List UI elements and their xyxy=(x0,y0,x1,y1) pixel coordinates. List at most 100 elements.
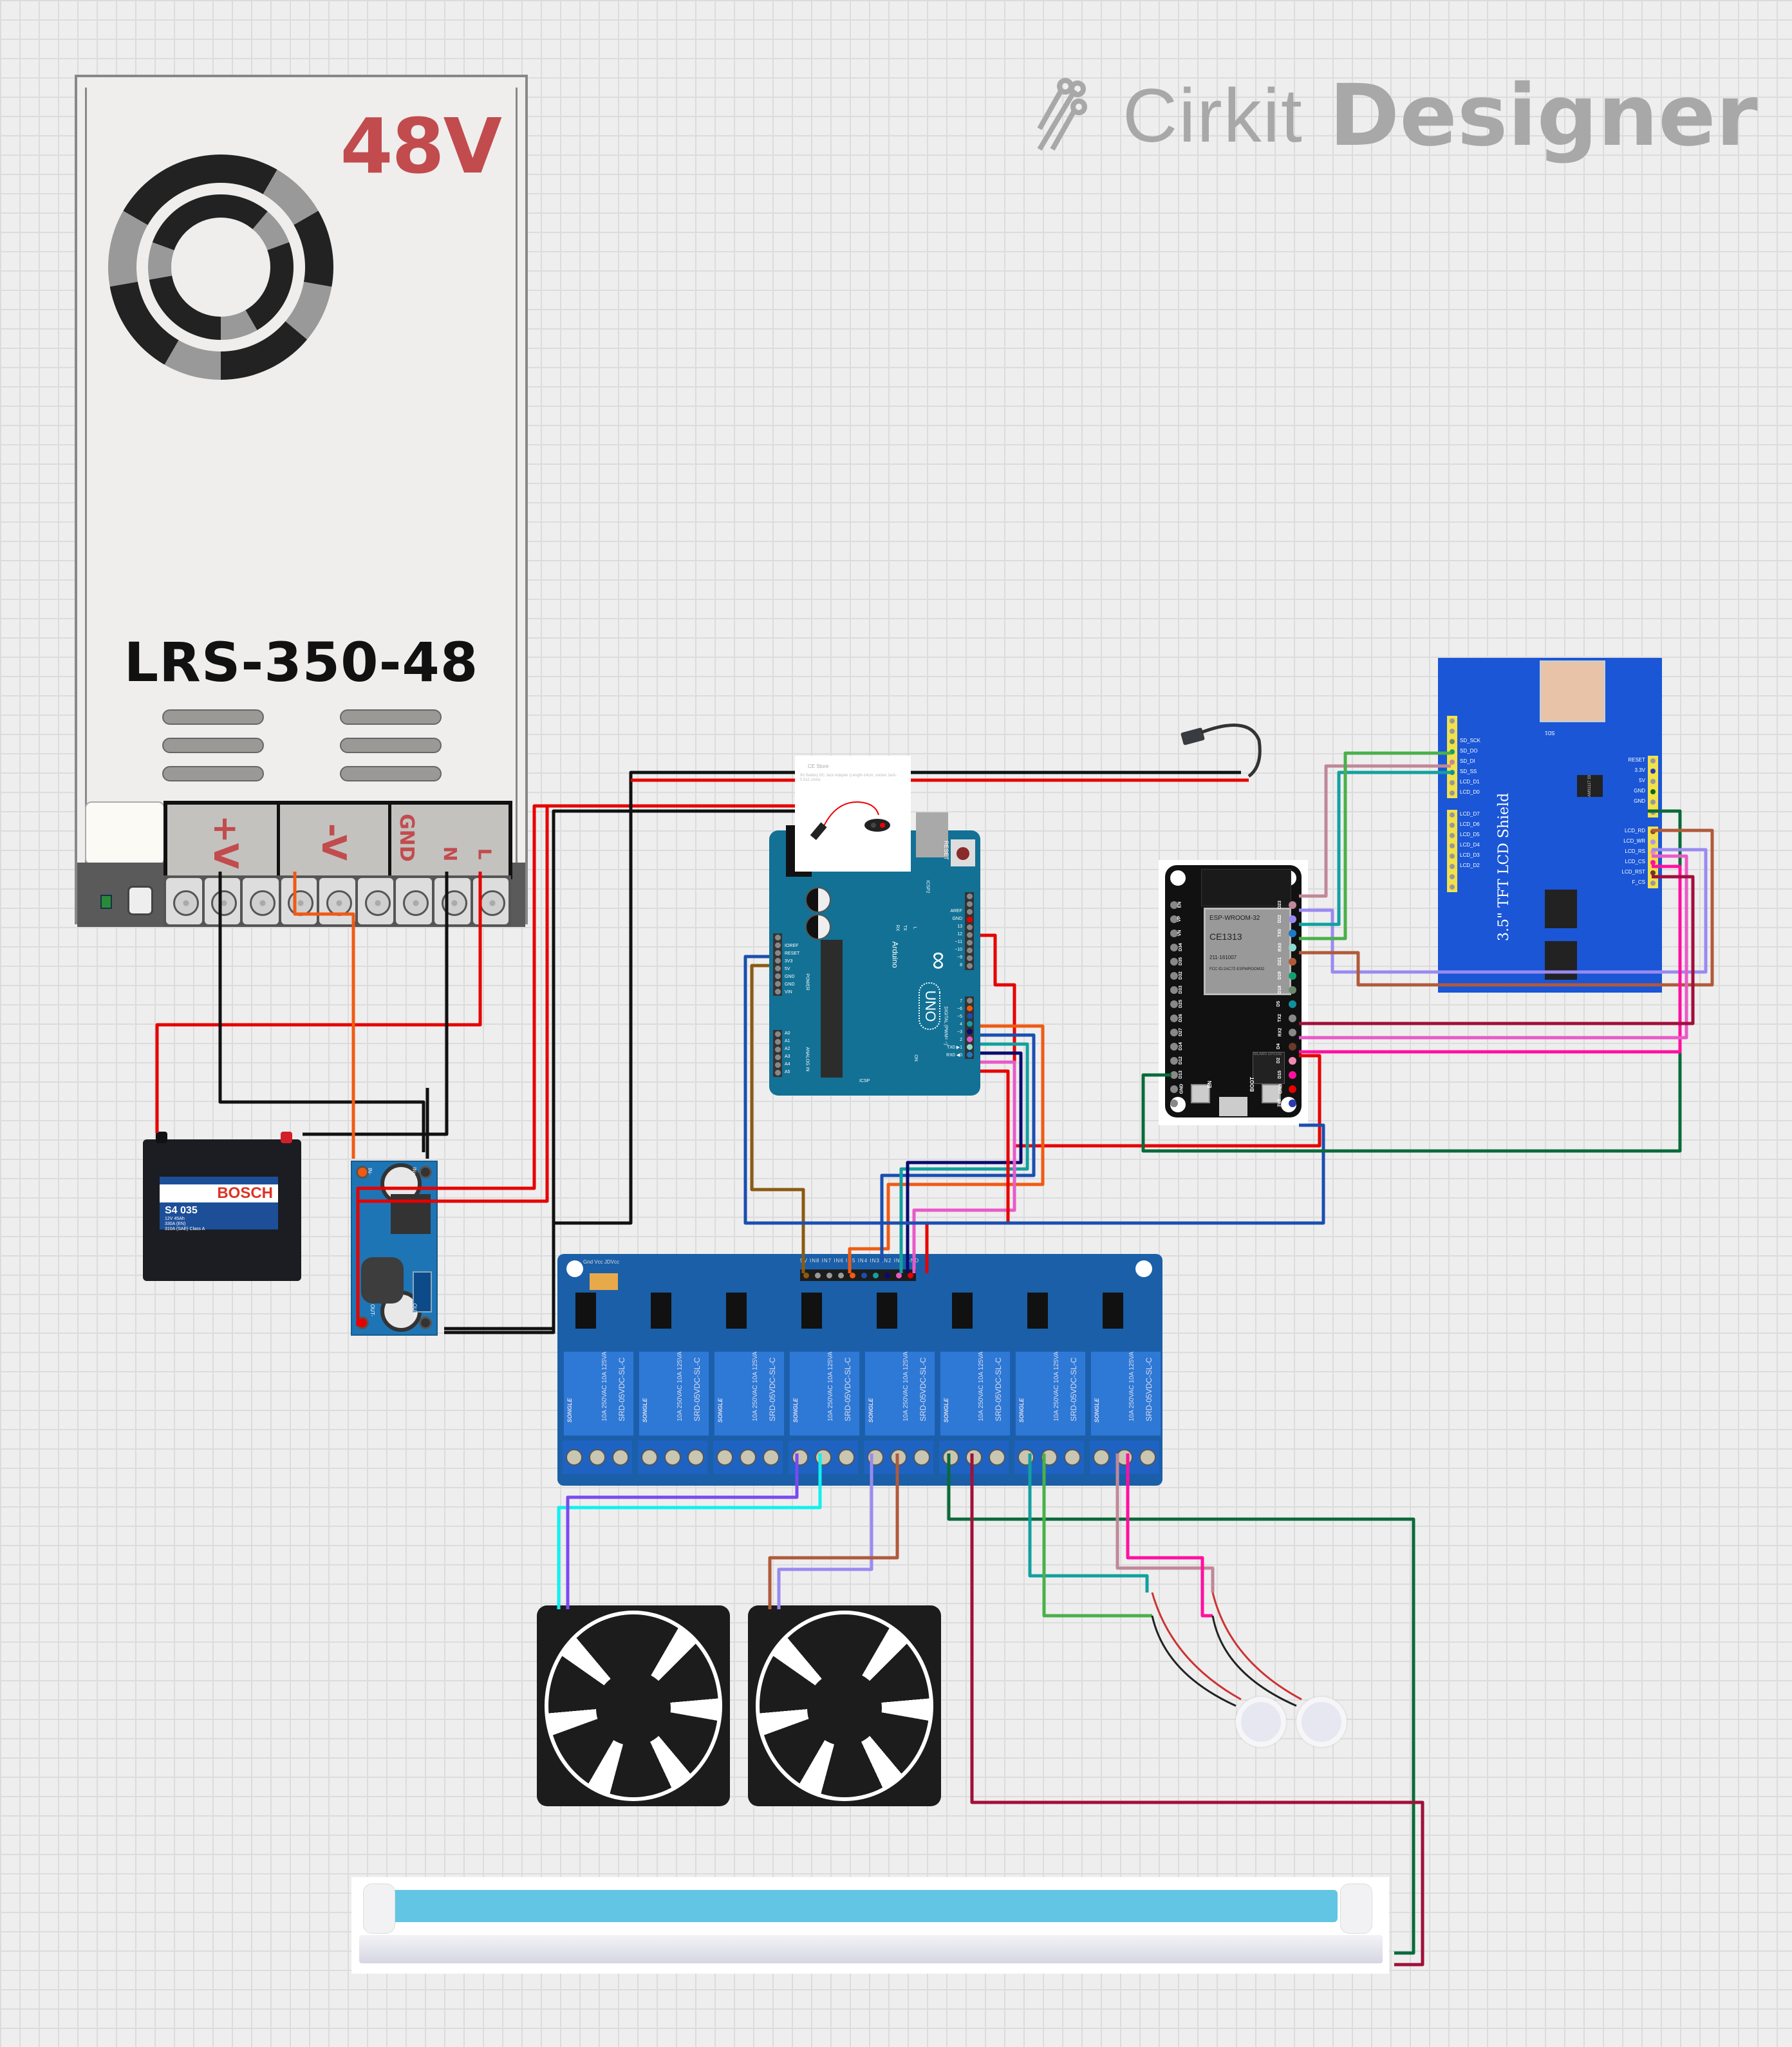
pin-8[interactable] xyxy=(966,963,973,969)
esp32-pin-d14[interactable] xyxy=(1170,1043,1178,1051)
wire-rose[interactable] xyxy=(1299,764,1451,898)
relay-7[interactable]: SONGLE10A 250VAC 10A 125VAC 10A 30VDC 10… xyxy=(638,1351,710,1437)
j1-pin[interactable] xyxy=(1450,790,1455,796)
esp32-pin-d18[interactable] xyxy=(1289,986,1296,994)
relay-terminal-no[interactable] xyxy=(1018,1449,1034,1466)
esp32-pin-d13[interactable] xyxy=(1170,1071,1178,1079)
pin-2[interactable] xyxy=(966,1036,973,1042)
relay-terminal-no[interactable] xyxy=(867,1449,884,1466)
j4-pin[interactable] xyxy=(1650,799,1656,805)
pin-gnd[interactable] xyxy=(774,973,781,979)
j1-pin[interactable] xyxy=(1450,739,1455,744)
pin-nc[interactable] xyxy=(774,935,781,940)
relay-terminal-nc[interactable] xyxy=(612,1449,629,1466)
dc-jack-adapter-card[interactable]: CE Store 9V Battery DC Jack Adapter (Len… xyxy=(795,756,911,872)
screw-terminal-v-plus-1[interactable] xyxy=(166,878,202,924)
j1-pin[interactable] xyxy=(1450,770,1455,775)
j4-pin[interactable] xyxy=(1650,810,1656,815)
j2-pin[interactable] xyxy=(1450,884,1455,890)
relay-terminal-no[interactable] xyxy=(566,1449,583,1466)
relay-4[interactable]: SONGLE10A 250VAC 10A 125VAC 10A 30VDC 10… xyxy=(864,1351,936,1437)
pin-in8[interactable] xyxy=(814,1272,821,1278)
relay-5[interactable]: SONGLE10A 250VAC 10A 125VAC 10A 30VDC 10… xyxy=(789,1351,861,1437)
relay-terminal-no[interactable] xyxy=(641,1449,658,1466)
pin-in3[interactable] xyxy=(872,1272,879,1278)
pin-a0[interactable] xyxy=(774,1031,781,1037)
esp32-pin-gnd[interactable] xyxy=(1170,1085,1178,1093)
esp32-pin-d12[interactable] xyxy=(1170,1057,1178,1065)
j2-pin[interactable] xyxy=(1450,854,1455,859)
esp32-pin-d23[interactable] xyxy=(1289,901,1296,909)
relay-terminal-nc[interactable] xyxy=(838,1449,855,1466)
j3-pin[interactable] xyxy=(1650,881,1656,886)
pin-4[interactable] xyxy=(966,1021,973,1027)
car-battery-bosch[interactable]: BOSCH S4 035 12V 45Ah 330A (EN) 310A (SA… xyxy=(143,1132,301,1281)
pin-nc[interactable] xyxy=(966,893,973,899)
battery-negative-terminal[interactable] xyxy=(156,1132,167,1143)
pin-gnd[interactable] xyxy=(966,917,973,922)
j1-pin[interactable] xyxy=(1450,780,1455,785)
esp32-pin-d33[interactable] xyxy=(1170,986,1178,994)
pin-ioref[interactable] xyxy=(774,942,781,948)
pin-12[interactable] xyxy=(966,932,973,938)
buck-converter-lm2596[interactable]: IN- IN+ OUT- OUT+ xyxy=(351,1161,438,1336)
relay-3[interactable]: SONGLE10A 250VAC 10A 125VAC 10A 30VDC 10… xyxy=(939,1351,1011,1437)
pin-in7[interactable] xyxy=(826,1272,832,1278)
esp32-pin-3v3[interactable] xyxy=(1289,1099,1296,1107)
esp32-pin-d22[interactable] xyxy=(1289,915,1296,923)
esp32-pin-tx2[interactable] xyxy=(1289,1014,1296,1022)
tft-lcd-shield[interactable]: SD1 3.5" TFT LCD Shield AMS1117 33 SD_SC… xyxy=(1438,658,1662,993)
relay-terminal-com[interactable] xyxy=(1041,1449,1058,1466)
relay-6[interactable]: SONGLE10A 250VAC 10A 125VAC 10A 30VDC 10… xyxy=(713,1351,785,1437)
power-supply-lrs-350-48[interactable]: 48V LRS-350-48 +V -V GND N L xyxy=(75,75,528,927)
esp32-pin-d32[interactable] xyxy=(1170,972,1178,980)
j4-pin[interactable] xyxy=(1650,769,1656,774)
j3-pin[interactable] xyxy=(1650,870,1656,875)
esp32-pin-vn[interactable] xyxy=(1170,930,1178,937)
pin-in4[interactable] xyxy=(861,1272,867,1278)
pin-in6[interactable] xyxy=(837,1272,844,1278)
relay-terminal-com[interactable] xyxy=(664,1449,681,1466)
j4-pin[interactable] xyxy=(1650,789,1656,794)
wire-teal[interactable] xyxy=(1299,771,1451,926)
pin-reset[interactable] xyxy=(774,950,781,956)
relay-terminal-com[interactable] xyxy=(589,1449,606,1466)
j4-pin[interactable] xyxy=(1650,779,1656,784)
pin-in2[interactable] xyxy=(884,1272,890,1278)
buck-pin-in-plus[interactable] xyxy=(419,1166,432,1179)
esp32-pin-vin[interactable] xyxy=(1170,1099,1178,1107)
micro-usb-cable-icon[interactable] xyxy=(1180,727,1206,746)
relay-terminal-no[interactable] xyxy=(942,1449,959,1466)
esp32-devkit[interactable]: ESP-WROOM-32 CE1313 211-161007 FCC ID:2A… xyxy=(1165,865,1302,1117)
relay-terminal-nc[interactable] xyxy=(913,1449,930,1466)
jdvcc-jumper[interactable] xyxy=(590,1273,618,1290)
uv-tube-light[interactable] xyxy=(351,1877,1389,1974)
esp32-pin-rx0[interactable] xyxy=(1289,944,1296,951)
screw-terminal-v-plus-3[interactable] xyxy=(243,878,279,924)
relay-terminal-nc[interactable] xyxy=(763,1449,779,1466)
j2-pin[interactable] xyxy=(1450,864,1455,869)
j1-pin[interactable] xyxy=(1450,760,1455,765)
screw-terminal-l[interactable] xyxy=(472,878,509,924)
ultrasonic-atomizer-1[interactable] xyxy=(1236,1697,1286,1747)
esp32-pin-d2[interactable] xyxy=(1289,1057,1296,1065)
esp32-pin-en[interactable] xyxy=(1170,901,1178,909)
pin-0[interactable] xyxy=(966,1052,973,1058)
pin-aref[interactable] xyxy=(966,909,973,915)
esp32-pin-d21[interactable] xyxy=(1289,958,1296,966)
buck-pin-out-minus[interactable] xyxy=(356,1316,369,1329)
relay-1[interactable]: SONGLE10A 250VAC 10A 125VAC 10A 30VDC 10… xyxy=(1090,1351,1162,1437)
pin-9[interactable] xyxy=(966,955,973,961)
pin-nc[interactable] xyxy=(966,901,973,907)
j2-pin[interactable] xyxy=(1450,823,1455,828)
esp32-pin-rx2[interactable] xyxy=(1289,1029,1296,1036)
pin-5[interactable] xyxy=(966,1013,973,1019)
esp32-pin-d19[interactable] xyxy=(1289,972,1296,980)
pin-in5[interactable] xyxy=(849,1272,855,1278)
dc-fan-2[interactable] xyxy=(748,1605,941,1806)
pin-3v3[interactable] xyxy=(774,958,781,964)
esp32-pin-d4[interactable] xyxy=(1289,1043,1296,1051)
pin-gnd[interactable] xyxy=(774,981,781,987)
screw-terminal-gnd[interactable] xyxy=(396,878,432,924)
j4-pin[interactable] xyxy=(1650,758,1656,763)
